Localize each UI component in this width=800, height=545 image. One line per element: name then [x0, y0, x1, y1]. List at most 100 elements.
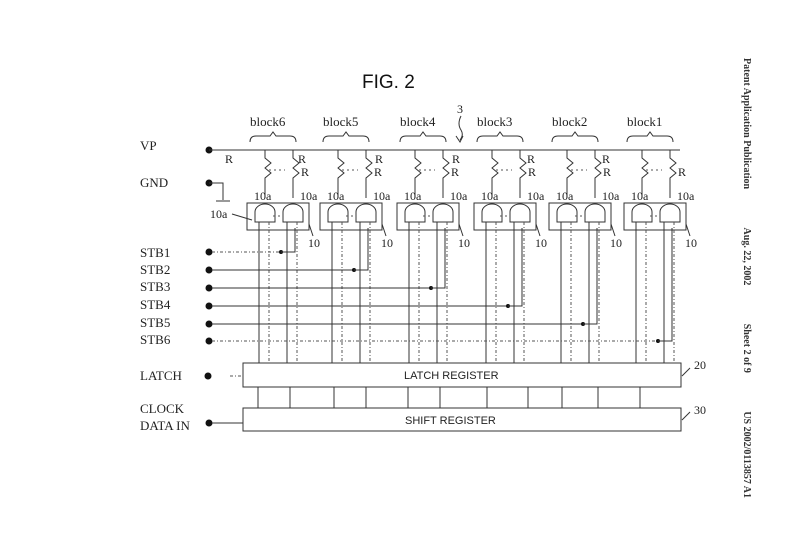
- gate-label-10a: 10a: [602, 189, 620, 203]
- block-reference-10: 10: [458, 236, 470, 250]
- resistor-label: R: [678, 165, 686, 179]
- resistor-label: R: [603, 165, 611, 179]
- publication-header: Patent Application Publication Aug. 22, …: [736, 58, 756, 498]
- gnd-wire: [209, 182, 224, 200]
- block-ref-leader: [308, 223, 314, 237]
- data-in-terminal: [205, 419, 213, 427]
- block-brace: [399, 131, 447, 143]
- resistor-icon: [414, 150, 422, 198]
- block-reference-10: 10: [535, 236, 547, 250]
- block-outline: [246, 202, 310, 231]
- gnd-label: GND: [140, 175, 168, 190]
- block-label-3: block3: [477, 114, 512, 129]
- block-outline: [396, 202, 460, 231]
- resistor-label: R: [301, 165, 309, 179]
- latch-ref-leader: [681, 367, 691, 377]
- and-gate-icon: [327, 203, 349, 223]
- shift-register-label: SHIFT REGISTER: [405, 415, 496, 427]
- vp-label: VP: [140, 138, 157, 153]
- resistor-label: R: [602, 152, 610, 166]
- block-brace: [249, 131, 297, 143]
- clock-label: CLOCK: [140, 401, 185, 416]
- block-label-4: block4: [400, 114, 436, 129]
- strobe-lines: [212, 228, 673, 343]
- stb6-terminal: [205, 337, 213, 345]
- and-gate-icon: [355, 203, 377, 223]
- latch-label: LATCH: [140, 368, 182, 383]
- resistor-icon: [594, 150, 602, 198]
- and-gate-icon: [584, 203, 606, 223]
- shift-register: SHIFT REGISTER 30: [212, 403, 706, 432]
- block-ref-leader: [610, 223, 616, 237]
- resistor-icon: [519, 150, 527, 198]
- figure-title: FIG. 2: [362, 72, 415, 93]
- stb3-label: STB3: [140, 279, 170, 294]
- stb1-terminal: [205, 248, 213, 256]
- stb4-terminal: [205, 302, 213, 310]
- shift-register-box: [242, 407, 682, 432]
- sheet-number: Sheet 2 of 9: [741, 323, 752, 373]
- latch-reference-20: 20: [694, 358, 706, 372]
- block-brace: [551, 131, 599, 143]
- stb2-terminal: [205, 266, 213, 274]
- resistor-icon: [337, 150, 345, 198]
- block-label-6: block6: [250, 114, 286, 129]
- resistor-icon: [365, 150, 373, 198]
- strobe-connection: [658, 228, 673, 342]
- arrow-head: [455, 135, 464, 143]
- stb4-label: STB4: [140, 297, 171, 312]
- block-brace: [322, 131, 370, 143]
- gnd-leader: [231, 213, 253, 221]
- block-outline: [623, 202, 687, 231]
- gate-label-10a: 10a: [677, 189, 695, 203]
- gate-label-10a: 10a: [404, 189, 422, 203]
- resistor-label: R: [298, 152, 306, 166]
- strobe-connection: [281, 228, 296, 253]
- reference-arrow: [458, 115, 463, 141]
- block-brace: [476, 131, 524, 143]
- stb6-label: STB6: [140, 332, 171, 347]
- and-gate-icon: [556, 203, 578, 223]
- strobe-connection: [508, 228, 523, 307]
- gate-label-10a: 10a: [450, 189, 468, 203]
- latch-terminal: [204, 372, 212, 380]
- gate-label-10a: 10a: [327, 189, 345, 203]
- resistor-label: R: [374, 165, 382, 179]
- resistor-icon: [566, 150, 574, 198]
- register-interconnects: [257, 387, 641, 408]
- latch-register-label: LATCH REGISTER: [404, 370, 499, 382]
- block-4: R R 10a 10a 10: [375, 150, 470, 363]
- block-outline: [473, 202, 537, 231]
- gate-label-10a: 10a: [373, 189, 391, 203]
- resistor-icon: [264, 150, 272, 198]
- strobe-connection: [431, 228, 446, 289]
- latch-register-box: [242, 362, 682, 388]
- resistor-icon: [491, 150, 499, 198]
- shift-ref-leader: [681, 411, 691, 421]
- strobe-connection: [583, 228, 598, 325]
- resistor-label: R: [452, 152, 460, 166]
- block-2: RR 10a 10a 10: [527, 150, 622, 363]
- block-reference-10: 10: [685, 236, 697, 250]
- block-outline: [319, 202, 383, 231]
- and-gate-icon: [509, 203, 531, 223]
- block-ref-leader: [535, 223, 541, 237]
- publication-number: US 2002/0113857 A1: [741, 411, 752, 498]
- block-reference-10: 10: [381, 236, 393, 250]
- gate-label-10a: 10a: [556, 189, 574, 203]
- and-gate-icon: [282, 203, 304, 223]
- stb1-label: STB1: [140, 245, 170, 260]
- block-ref-leader: [458, 223, 464, 237]
- strobe-connection: [354, 228, 369, 271]
- gate-label-10a: 10a: [631, 189, 649, 203]
- and-gate-icon: [254, 203, 276, 223]
- publication-date: Aug. 22, 2002: [741, 227, 752, 286]
- block-ref-leader: [685, 223, 691, 237]
- and-gate-icon: [631, 203, 653, 223]
- shift-reference-30: 30: [694, 403, 706, 417]
- and-gate-icon: [481, 203, 503, 223]
